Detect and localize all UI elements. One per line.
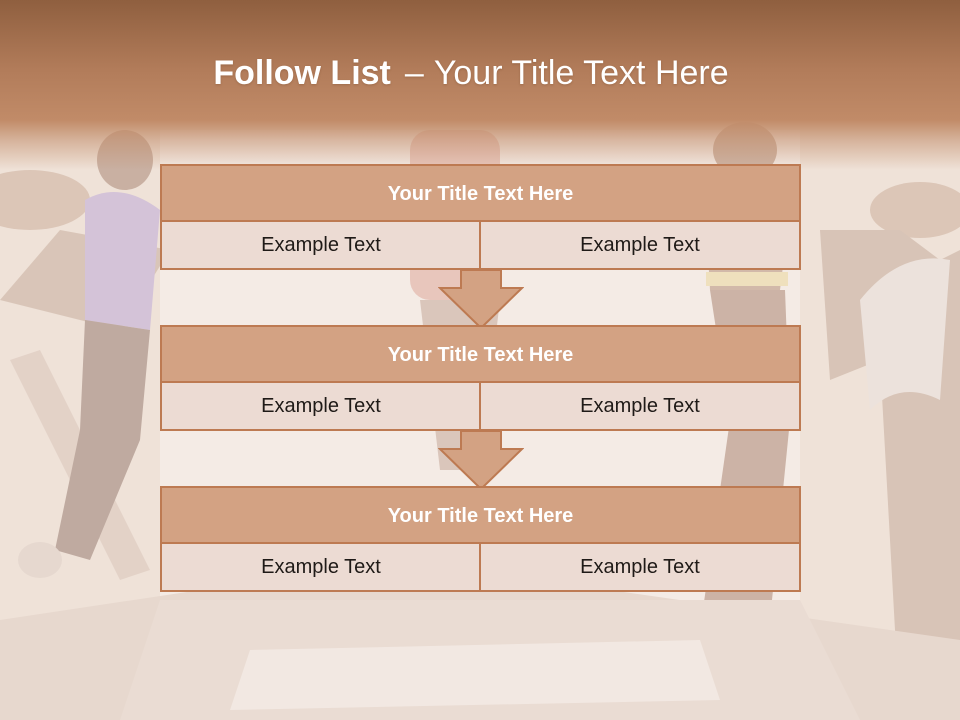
list-block-1: Your Title Text Here Example Text Exampl… bbox=[160, 164, 801, 270]
list-block-2: Your Title Text Here Example Text Exampl… bbox=[160, 325, 801, 431]
arrow-down-icon bbox=[438, 431, 524, 491]
block-title[interactable]: Your Title Text Here bbox=[160, 486, 801, 546]
block-title[interactable]: Your Title Text Here bbox=[160, 164, 801, 224]
slide-title: Follow List–Your Title Text Here bbox=[0, 54, 942, 93]
block-cell-left[interactable]: Example Text bbox=[160, 220, 482, 270]
block-title[interactable]: Your Title Text Here bbox=[160, 325, 801, 385]
block-cell-right[interactable]: Example Text bbox=[479, 542, 801, 592]
block-cell-right[interactable]: Example Text bbox=[479, 220, 801, 270]
arrow-down-icon bbox=[438, 270, 524, 330]
header-band bbox=[0, 0, 960, 170]
list-block-3: Your Title Text Here Example Text Exampl… bbox=[160, 486, 801, 592]
block-cell-right[interactable]: Example Text bbox=[479, 381, 801, 431]
block-cell-left[interactable]: Example Text bbox=[160, 381, 482, 431]
block-cell-left[interactable]: Example Text bbox=[160, 542, 482, 592]
title-bold-part: Follow List bbox=[213, 54, 391, 92]
title-rest-part: Your Title Text Here bbox=[433, 54, 729, 92]
title-dash: – bbox=[404, 54, 424, 92]
